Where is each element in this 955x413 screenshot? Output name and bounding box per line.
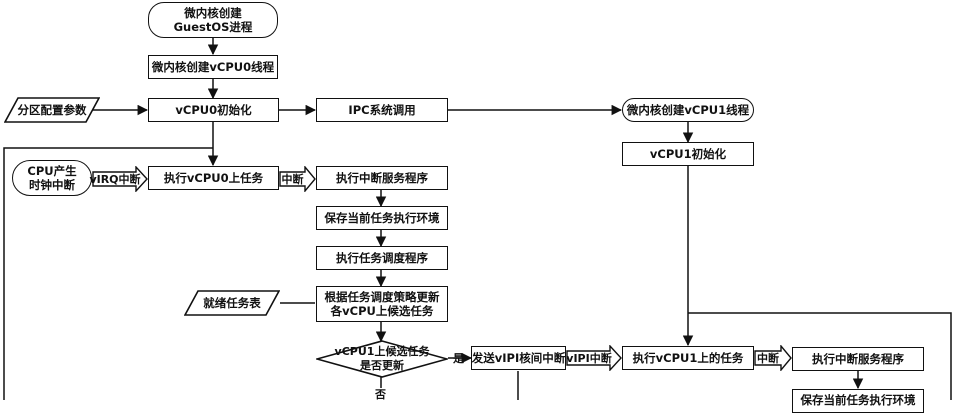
save-env-box-2: 保存当前任务执行环境 <box>792 389 924 413</box>
virq-arrow: vIRQ中断 <box>89 166 148 192</box>
exec-isr-box-2: 执行中断服务程序 <box>792 347 924 371</box>
edge-vcpu1-loop <box>688 312 952 400</box>
send-ipi-box: 发送vIPI核间中断 <box>471 346 566 370</box>
start-node: 微内核创建 GuestOS进程 <box>148 2 278 38</box>
decision-label: vCPU1上候选任务 是否更新 <box>334 345 430 372</box>
interrupt-arrow-1: 中断 <box>279 166 316 192</box>
vcpu1-init-box: vCPU1初始化 <box>622 142 754 166</box>
virq-label: vIRQ中断 <box>89 173 141 186</box>
save-env-box-1: 保存当前任务执行环境 <box>316 206 448 230</box>
exec-isr-box-1: 执行中断服务程序 <box>316 166 448 190</box>
parallelogram-shape <box>4 97 100 123</box>
interrupt-label-1: 中断 <box>281 173 304 186</box>
ready-table-input: 就绪任务表 <box>184 290 280 316</box>
block-arrow-shape <box>566 345 622 371</box>
exec-scheduler-box: 执行任务调度程序 <box>316 246 448 270</box>
interrupt-label-2: 中断 <box>757 352 779 365</box>
create-vcpu0-box: 微内核创建vCPU0线程 <box>148 55 278 79</box>
block-arrow-shape <box>92 166 148 192</box>
yes-label: 是 <box>453 352 464 365</box>
flowchart-connectors <box>3 38 952 400</box>
partition-params-label: 分区配置参数 <box>17 103 87 117</box>
vcpu0-init-box: vCPU0初始化 <box>148 98 279 122</box>
cpu-clock-irq-node: CPU产生 时钟中断 <box>12 160 92 196</box>
exec-vcpu0-box: 执行vCPU0上任务 <box>148 166 279 190</box>
interrupt-arrow-2: 中断 <box>754 345 792 371</box>
ready-table-label: 就绪任务表 <box>203 296 261 310</box>
vipi-label: vIPI中断 <box>566 352 612 365</box>
edge-loop-back <box>3 147 213 400</box>
update-candidates-box: 根据任务调度策略更新 各vCPU上候选任务 <box>316 286 448 322</box>
block-arrow-shape <box>279 166 316 192</box>
block-arrow-shape <box>754 345 792 371</box>
create-vcpu1-node: 微内核创建vCPU1线程 <box>622 98 754 122</box>
diamond-shape <box>316 340 448 378</box>
partition-params-input: 分区配置参数 <box>4 97 100 123</box>
ipc-call-box: IPC系统调用 <box>316 98 448 122</box>
exec-vcpu1-box: 执行vCPU1上的任务 <box>622 346 754 370</box>
parallelogram-shape <box>184 290 280 316</box>
no-label: 否 <box>375 388 386 401</box>
vipi-arrow: vIPI中断 <box>566 345 622 371</box>
decision-node: vCPU1上候选任务 是否更新 <box>316 340 448 378</box>
